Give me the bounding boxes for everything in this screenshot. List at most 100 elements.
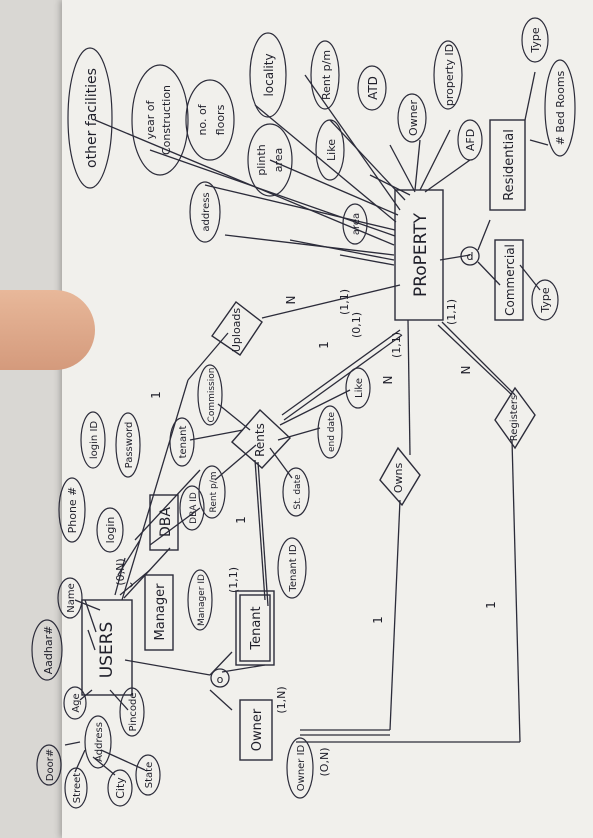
svg-text:Commercial: Commercial [503, 244, 517, 316]
svg-text:Owns: Owns [392, 463, 405, 494]
entity-residential: Residential [489, 119, 526, 211]
svg-text:State: State [144, 762, 155, 788]
svg-text:City: City [114, 777, 127, 799]
svg-text:Door#: Door# [45, 749, 56, 781]
svg-text:Commission: Commission [207, 368, 217, 423]
attr-tenant: tenant [169, 417, 195, 467]
svg-text:Like: Like [325, 139, 338, 161]
svg-text:Name: Name [66, 583, 77, 613]
attr-owner: Owner [397, 93, 427, 143]
entity-owner: Owner [239, 699, 273, 761]
card-reg-owner: 1 [484, 601, 498, 609]
attr-locality: locality [249, 32, 287, 118]
card-rents-tenant: 1 [234, 516, 248, 524]
svg-text:login: login [104, 517, 117, 544]
attr-age: Age [63, 686, 87, 720]
svg-text:Phone #: Phone # [66, 487, 79, 534]
svg-text:PRoPERTY: PRoPERTY [411, 212, 431, 297]
svg-text:DBA ID: DBA ID [189, 492, 199, 524]
finger-photo-element [0, 290, 95, 370]
disjoint-circle-property: d [460, 246, 480, 266]
svg-text:Age: Age [71, 693, 82, 712]
attr-atd: ATD [357, 65, 387, 111]
svg-text:# Bed Rooms: # Bed Rooms [554, 70, 567, 145]
card-reg-prop: N [459, 366, 473, 375]
card-manager: (0,N) [114, 558, 127, 585]
svg-text:Tenant ID: Tenant ID [288, 544, 299, 592]
attr-dba-id: DBA ID [179, 485, 205, 531]
svg-text:area: area [272, 148, 285, 173]
svg-text:year of: year of [144, 100, 157, 140]
svg-text:Owner: Owner [250, 708, 265, 751]
attr-type-res: Type [521, 17, 549, 63]
entity-tenant: Tenant [235, 590, 275, 666]
attr-password: Password [115, 412, 141, 478]
card-prop-reg: (1,1) [445, 299, 458, 325]
svg-text:Manager: Manager [153, 583, 168, 641]
disjoint-circle-users: o [210, 668, 230, 688]
attr-owner-id: Owner ID [286, 737, 314, 799]
svg-text:Rent p/m: Rent p/m [209, 472, 219, 513]
attr-manager-id: Manager ID [187, 569, 213, 631]
svg-text:o: o [217, 673, 224, 686]
svg-text:area: area [351, 213, 362, 235]
svg-text:Type: Type [539, 287, 552, 313]
svg-text:DBA: DBA [158, 507, 174, 537]
card-owner-min: (1,N) [275, 686, 288, 713]
attr-like-prop: Like [315, 119, 345, 181]
entity-manager: Manager [144, 574, 174, 651]
cardinality-labels: (1,N) (O,N) (1,1) (0,N) 1 N (1,1) 1 1 (0… [114, 289, 498, 777]
svg-text:no. of: no. of [196, 103, 209, 135]
attr-state: State [135, 754, 161, 796]
svg-text:d: d [467, 250, 474, 263]
card-tenant: (1,1) [227, 567, 240, 593]
svg-text:USERS: USERS [97, 622, 117, 679]
svg-text:Rents: Rents [253, 423, 267, 457]
relationship-owns: Owns [379, 446, 421, 507]
svg-text:Rent p/m: Rent p/m [320, 50, 333, 100]
svg-text:Uploads: Uploads [230, 308, 243, 353]
svg-text:St. date: St. date [293, 474, 303, 510]
svg-text:Pincode: Pincode [128, 692, 139, 731]
attr-door: Door# [36, 744, 62, 786]
svg-text:login ID: login ID [89, 421, 100, 459]
svg-text:end date: end date [327, 411, 337, 452]
attr-pincode: Pincode [119, 687, 145, 737]
attr-type-com: Type [531, 279, 559, 321]
attr-st-date: St. date [282, 467, 310, 517]
attr-street: Street [64, 767, 88, 809]
attr-rent-pm: Rent p/m [198, 465, 226, 519]
svg-text:Owner ID: Owner ID [296, 744, 307, 791]
attr-address: Address [84, 715, 112, 769]
card-rents-prop: 1 [317, 341, 331, 349]
attr-end-date: end date [317, 405, 343, 459]
attr-name: Name [57, 577, 83, 619]
card-owner-max: (O,N) [318, 748, 331, 777]
attr-commission: Commission [197, 364, 223, 426]
card-owns-owner: 1 [371, 616, 385, 624]
entity-property: PRoPERTY [394, 189, 444, 321]
entity-commercial: Commercial [494, 239, 524, 321]
svg-text:Residential: Residential [502, 129, 517, 201]
svg-text:Manager ID: Manager ID [197, 574, 207, 626]
entity-dba: DBA [149, 494, 179, 551]
svg-text:Construction: Construction [160, 85, 173, 155]
attr-property-id: property ID [433, 40, 463, 110]
attr-other-facilities: other facilities [67, 47, 113, 189]
attr-phone: Phone # [58, 477, 86, 543]
card-owns-prop: N [381, 376, 395, 385]
attr-aadhar: Aadhar# [31, 619, 63, 681]
attr-login: login [96, 507, 124, 553]
attr-rent-pm-prop: Rent p/m [310, 40, 340, 110]
card-users-uploads: 1 [149, 391, 163, 399]
card-prop-rents: (0,1) [350, 312, 363, 338]
attr-city: City [107, 769, 133, 807]
attr-address-prop: address [189, 181, 221, 243]
svg-text:plinth: plinth [255, 144, 268, 175]
svg-text:tenant: tenant [178, 426, 189, 459]
attr-area: area [342, 203, 368, 245]
svg-text:address: address [201, 192, 212, 231]
card-uploads-prop: N [284, 296, 298, 305]
attr-no-floors: no. of floors [185, 79, 235, 161]
